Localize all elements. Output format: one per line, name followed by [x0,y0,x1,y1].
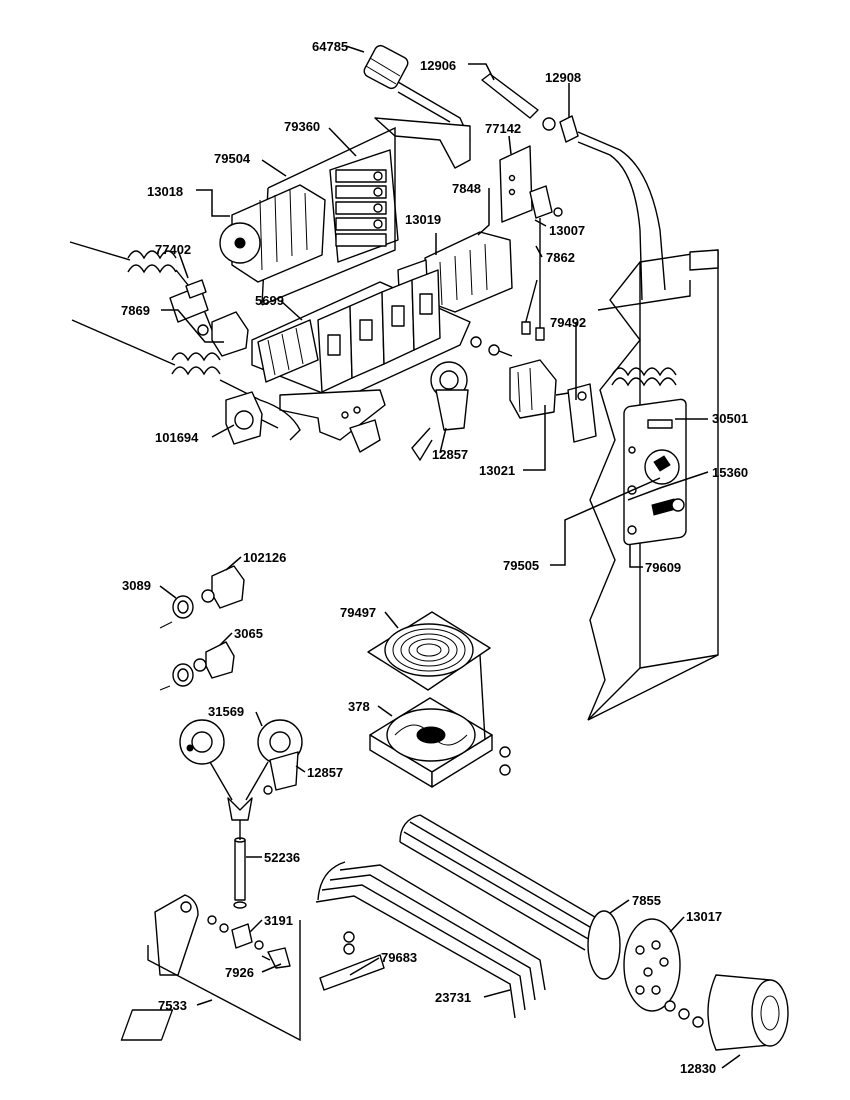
terminal-block-79360 [329,149,399,263]
label-79505: 79505 [503,558,539,573]
label-12906: 12906 [420,58,456,73]
pilot-light-3065 [159,641,235,691]
label-79504: 79504 [214,151,251,166]
label-79492: 79492 [550,315,586,330]
label-101694: 101694 [155,430,199,445]
pressure-switch-left [179,719,233,801]
label-64785: 64785 [312,39,348,54]
label-13021: 13021 [479,463,515,478]
label-79497: 79497 [340,605,376,620]
label-7848: 7848 [452,181,481,196]
contactor-base-5699 [251,269,471,401]
part-number-labels: 64785 12906 12908 79360 77142 79504 1301… [121,39,748,1076]
label-5699: 5699 [255,293,284,308]
cable-gland [363,44,471,169]
label-79609: 79609 [645,560,681,575]
leader-lines [159,45,741,1069]
label-12908: 12908 [545,70,581,85]
label-79683: 79683 [381,950,417,965]
pilot-light-102126 [159,565,245,629]
label-79360: 79360 [284,119,320,134]
label-13018: 13018 [147,184,183,199]
cooling-fan-378 [369,654,511,788]
cam-switch-13018 [219,184,326,283]
valve-assembly-7533 [147,894,301,1042]
clip-77402 [169,279,209,323]
fastener-13007 [521,185,563,341]
control-faceplate [623,398,687,546]
label-7862: 7862 [546,250,575,265]
label-13019: 13019 [405,212,441,227]
label-3089: 3089 [122,578,151,593]
label-31569: 31569 [208,704,244,719]
element-cover-12830 [707,974,789,1051]
pressure-switch-top [411,361,469,462]
label-77402: 77402 [155,242,191,257]
label-77142: 77142 [485,121,521,136]
label-13007: 13007 [549,223,585,238]
probe-sensor [481,73,666,301]
label-15360: 15360 [712,465,748,480]
pressure-switch-right [245,719,303,801]
label-7926: 7926 [225,965,254,980]
label-52236: 52236 [264,850,300,865]
label-378: 378 [348,699,370,714]
label-30501: 30501 [712,411,748,426]
label-12857: 12857 [432,447,468,462]
thermostat-101694 [225,391,279,445]
label-13017: 13017 [686,909,722,924]
fan-guard-79497 [367,611,491,691]
label-3191: 3191 [264,913,293,928]
label-7533: 7533 [158,998,187,1013]
label-102126: 102126 [243,550,286,565]
screws-middle [470,336,513,357]
bracket-79492 [567,383,597,443]
label-12830: 12830 [680,1061,716,1076]
selector-switch-13021 [509,359,576,419]
label-3065: 3065 [234,626,263,641]
label-12857: 12857 [307,765,343,780]
label-7855: 7855 [632,893,661,908]
label-7869: 7869 [121,303,150,318]
heating-element-13017 [399,814,704,1028]
label-23731: 23731 [435,990,471,1005]
plug-7869 [197,311,249,357]
plate-77142 [499,145,533,223]
y-connector-52236 [227,797,253,909]
mounting-plate [279,389,386,453]
